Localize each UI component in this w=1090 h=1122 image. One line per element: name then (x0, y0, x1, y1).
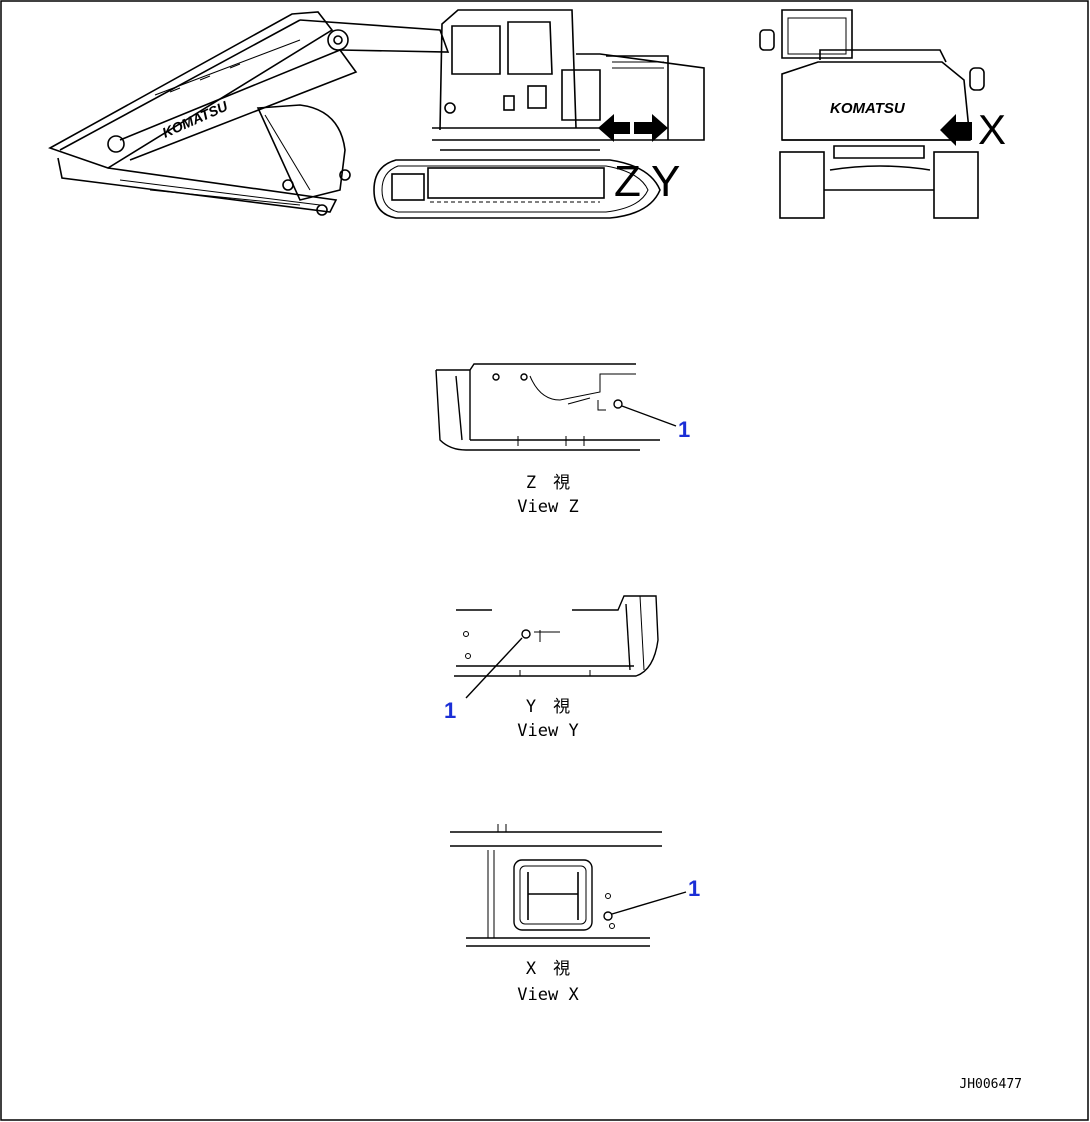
part-1-marker-y (521, 629, 531, 639)
arm (57, 157, 338, 216)
callout-leader-x (611, 891, 687, 915)
view-x-detail (450, 824, 687, 947)
view-z-label-en: View Z (517, 497, 578, 517)
callout-number-y: 1 (444, 698, 456, 723)
view-marker-x: X (978, 106, 1006, 153)
callout-leader-y (465, 637, 523, 699)
callout-leader-z (621, 405, 677, 427)
bucket (256, 104, 351, 201)
part-1-marker-z (613, 399, 623, 409)
brand-text-rear: KOMATSU (830, 100, 906, 117)
view-y-label-jp: Y 視 (526, 697, 570, 717)
view-marker-y: Y (651, 157, 680, 206)
upper-structure (432, 53, 705, 151)
excavator-side-view (48, 9, 705, 219)
drawing-code: JH006477 (959, 1077, 1022, 1092)
callout-number-x: 1 (688, 876, 700, 901)
view-arrow-x (940, 114, 972, 146)
view-z-label-jp: Z 視 (526, 473, 570, 493)
view-x-label-jp: X 視 (526, 959, 570, 979)
callout-number-z: 1 (678, 417, 690, 442)
part-1-marker-x (603, 911, 613, 921)
view-x-label-en: View X (517, 985, 579, 1005)
boom (48, 11, 450, 169)
view-marker-z: Z (614, 157, 641, 206)
excavator-rear-view (759, 9, 985, 219)
view-z-detail (435, 363, 677, 451)
cab (439, 9, 577, 131)
view-y-detail (454, 595, 659, 699)
view-y-label-en: View Y (517, 721, 578, 741)
track (373, 159, 661, 219)
view-arrows-zy (598, 114, 668, 142)
